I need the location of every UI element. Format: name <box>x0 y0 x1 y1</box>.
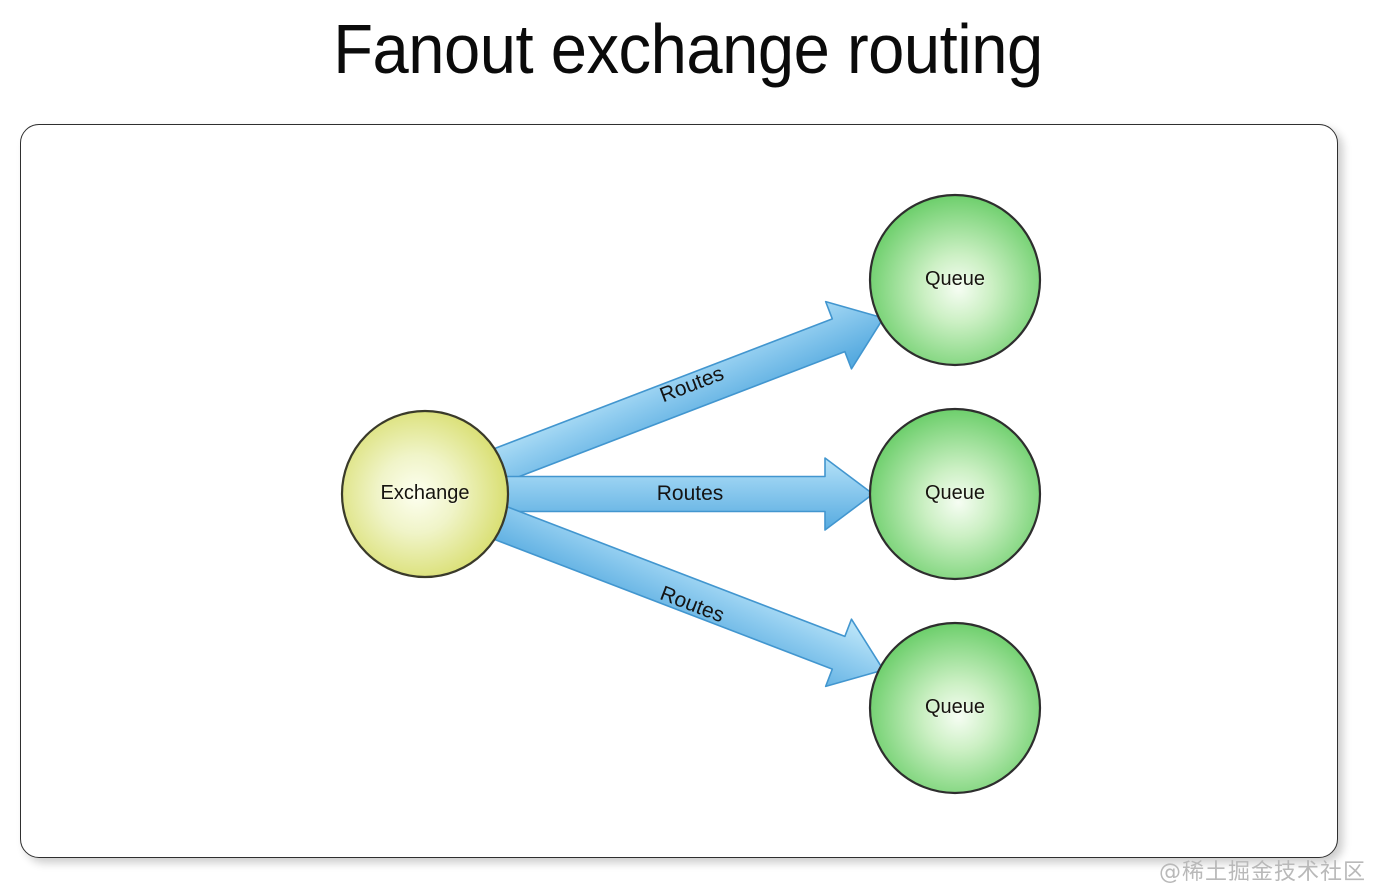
node-label-queue-bottom: Queue <box>924 696 986 718</box>
edge-label-middle: Routes <box>656 482 724 505</box>
node-label-queue-middle: Queue <box>924 482 986 504</box>
node-label-exchange: Exchange <box>380 482 470 504</box>
watermark: @稀土掘金技术社区 <box>1158 860 1366 885</box>
page-title: Fanout exchange routing <box>333 10 1043 88</box>
node-label-queue-top: Queue <box>924 268 986 290</box>
